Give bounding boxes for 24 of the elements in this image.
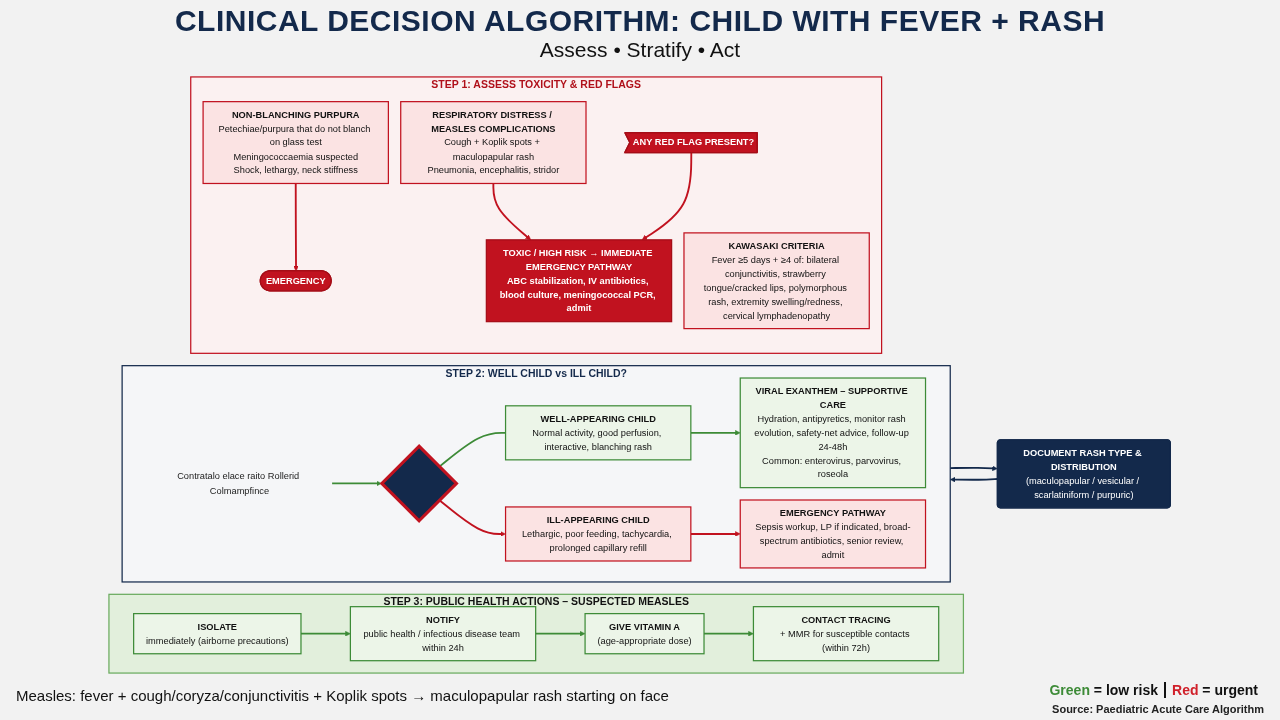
footnote: Measles: fever + cough/coryza/conjunctivitis + Koplik spots → maculopapular rash starting on face <box>16 687 669 704</box>
source-note: Source: Paediatric Acute Care Algorithm <box>1052 703 1264 715</box>
legend-entry: Green = low risk <box>1048 682 1160 698</box>
node-text: Contratalo elace raito Rollerid Colmampfince <box>177 470 300 496</box>
arrow <box>642 152 693 241</box>
node-box: EMERGENCY PATHWAY Sepsis workup, LP if indicated, broad-spectrum antibiotics, senior review, admit <box>740 499 927 569</box>
node-box: KAWASAKI CRITERIA Fever ≥5 days + ≥4 of: bilateral conjunctivitis, strawberry tongue/cracked lips, polymorphous rash, extremity swelling/redness, cervical lymphadenopathy <box>683 232 871 330</box>
node-box: ILL-APPEARING CHILD Lethargic, poor feeding, tachycardia, prolonged capillary refill <box>505 506 692 562</box>
arrow <box>293 182 300 272</box>
node-box: NOTIFY public health / infectious disease team within 24h <box>350 606 537 662</box>
arrow <box>492 182 532 241</box>
node-box: RESPIRATORY DISTRESS / MEASLES COMPLICATIONS Cough + Koplik spots + maculopapular rash Pneumonia, encephalitis, stridor <box>400 101 587 185</box>
subtitle: Assess • Stratify • Act <box>539 38 741 62</box>
legend-entry: Red = urgent <box>1164 682 1264 698</box>
node-box: VIRAL EXANTHEM – SUPPORTIVE CARE Hydration, antipyretics, monitor rash evolution, safety-net advice, follow-up 24-48h Common: enterovirus, parvovirus, roseola <box>740 377 927 489</box>
arrow <box>331 480 383 487</box>
title: CLINICAL DECISION ALGORITHM: CHILD WITH FEVER + RASH <box>174 4 1106 38</box>
node-box: NON-BLANCHING PURPURA Petechiae/purpura that do not blanch on glass test Meningococcaemia suspected Shock, lethargy, neck stiffness <box>202 101 390 185</box>
node-box: WELL-APPEARING CHILD Normal activity, good perfusion, interactive, blanching rash <box>505 405 692 461</box>
node-box: ISOLATE immediately (airborne precautions) <box>133 613 302 655</box>
node-diamond <box>380 443 459 523</box>
node-box: CONTACT TRACING + MMR for susceptible contacts (within 72h) <box>753 606 940 662</box>
node-box: GIVE VITAMIN A (age-appropriate dose) <box>584 613 705 655</box>
node-box: TOXIC / HIGH RISK → IMMEDIATE EMERGENCY PATHWAY ABC stabilization, IV antibiotics, blood culture, meningococcal PCR, admit <box>486 239 673 323</box>
